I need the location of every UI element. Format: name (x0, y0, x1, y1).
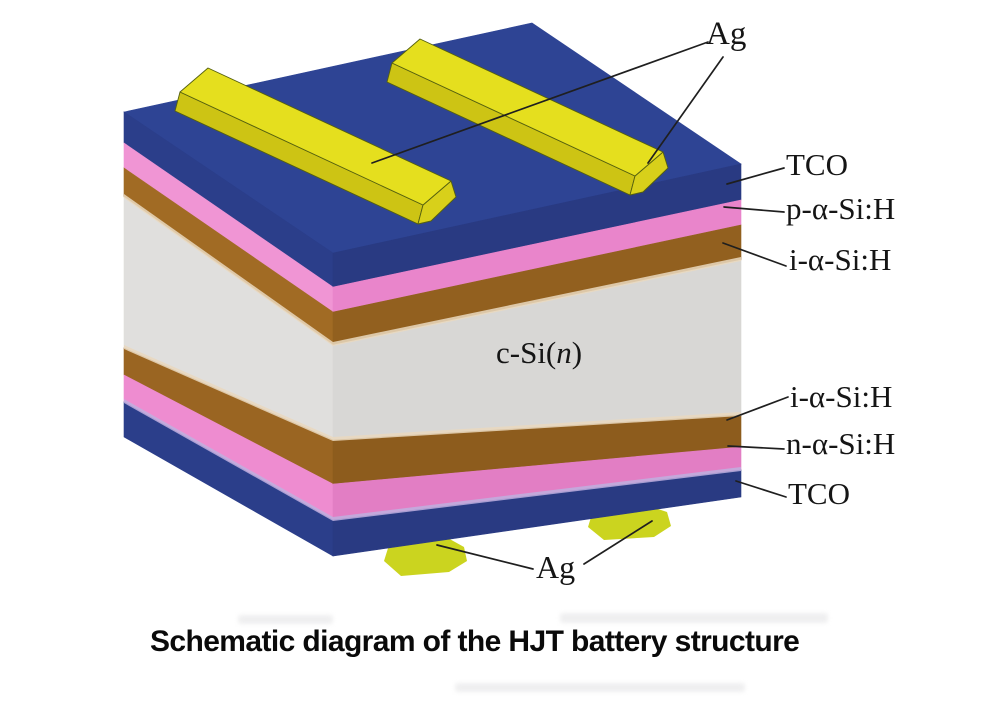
layer-seam-highlights (124, 194, 741, 521)
label-c-si-n: n (556, 335, 572, 370)
seam-cream-right-top (333, 257, 741, 346)
leader-ag-bottom-left (436, 544, 534, 570)
top-ag-bar-left (174, 67, 457, 225)
label-ag-bottom: Ag (536, 549, 576, 585)
label-c-si-suffix: ) (571, 335, 583, 370)
label-i-a-si-top: i-α-Si:H (789, 242, 892, 277)
faint-watermark-strip-1 (238, 615, 333, 624)
figure-caption: Schematic diagram of the HJT battery str… (150, 625, 800, 658)
leader-ag-top-to-bar2 (647, 56, 724, 164)
label-tco-top: TCO (786, 147, 848, 182)
ag-bar1-top-face (179, 67, 452, 206)
leader-i-a-si-bottom (726, 396, 789, 421)
leader-ag-top-to-bar1 (371, 41, 709, 164)
label-p-a-si: p-α-Si:H (786, 191, 896, 226)
leader-tco-top (726, 167, 785, 185)
left-face-layers (123, 111, 334, 557)
seam-cream-right-bottom (333, 412, 741, 441)
label-c-si-prefix: c-Si( (496, 335, 557, 370)
faint-watermark-strip-2 (560, 613, 828, 623)
seam-lavender-left (124, 399, 333, 521)
seam-cream-left-bottom (124, 345, 333, 441)
right-face-layers (332, 163, 742, 557)
leader-i-a-si-top (722, 242, 787, 267)
label-ag-top: Ag (706, 16, 747, 52)
leader-ag-bottom-right (583, 520, 653, 565)
leader-p-a-si (723, 206, 785, 213)
label-i-a-si-bottom: i-α-Si:H (790, 379, 893, 414)
label-n-a-si: n-α-Si:H (786, 426, 896, 461)
leader-n-a-si (727, 445, 785, 450)
seam-cream-left-top (124, 194, 333, 346)
label-tco-bottom: TCO (788, 476, 850, 511)
faint-watermark-strip-3 (455, 683, 745, 692)
leader-lines (371, 41, 789, 570)
seam-lavender-right (333, 467, 741, 521)
label-c-si: c-Si(n) (496, 337, 582, 368)
leader-tco-bottom (735, 480, 787, 498)
